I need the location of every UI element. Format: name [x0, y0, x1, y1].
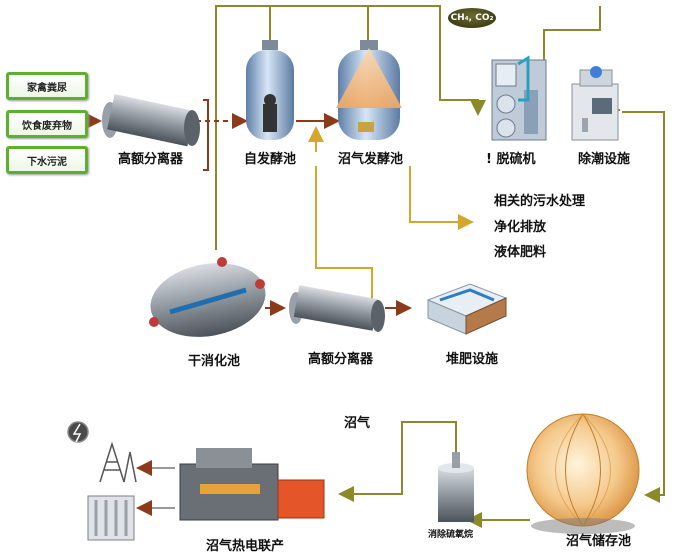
separator-bottom-machine: [289, 285, 385, 332]
desulfurizer-label: ! 脱硫机: [486, 152, 536, 167]
biogas-tank-label: 沼气发酵池: [338, 152, 404, 167]
desulfurizer-text: 脱硫机: [496, 152, 536, 167]
separator-top-machine: [102, 94, 200, 147]
power-tower-icon: [67, 421, 137, 483]
gas-badge: CH₄, CO₂: [448, 8, 496, 28]
chp-engine: [179, 448, 325, 521]
desulfur-device: [438, 452, 474, 522]
desulfur-device-label: 消除硫氧烷: [428, 530, 474, 540]
material-flow-arrows: [86, 99, 412, 516]
dry-digester-machine: [149, 257, 266, 337]
output-sewage-treatment: 相关的污水处理: [494, 194, 586, 209]
spontaneous-tank: [246, 40, 294, 140]
separator-bottom-label: 高额分离器: [308, 352, 374, 367]
separator-top-label: 高额分离器: [118, 152, 184, 167]
chp-label: 沼气热电联产: [206, 539, 285, 554]
biogas-tank: [336, 40, 402, 140]
input-poultry-manure: 家禽粪尿: [6, 72, 88, 100]
input-sewage-sludge: 下水污泥: [6, 146, 88, 174]
dry-digester-label: 干消化池: [188, 354, 241, 369]
biogas-storage-sphere: [526, 413, 640, 534]
spontaneous-tank-label: 自发酵池: [244, 152, 297, 167]
biogas-label: 沼气: [344, 416, 371, 431]
desulfurizer-machine: [491, 55, 547, 141]
output-liquid-fertilizer: 液体肥料: [494, 245, 547, 260]
radiator-icon: [87, 495, 135, 541]
biogas-storage-label: 沼气储存池: [566, 534, 632, 549]
dehumidifier-label: 除潮设施: [578, 152, 631, 167]
dehumidifier-machine: [571, 66, 619, 141]
liquid-flow-lines: [308, 126, 474, 300]
input-food-waste: 饮食废弃物: [6, 110, 88, 138]
compost-label: 堆肥设施: [446, 352, 499, 367]
output-clean-discharge: 净化排放: [494, 220, 547, 235]
compost-building: [426, 283, 508, 335]
